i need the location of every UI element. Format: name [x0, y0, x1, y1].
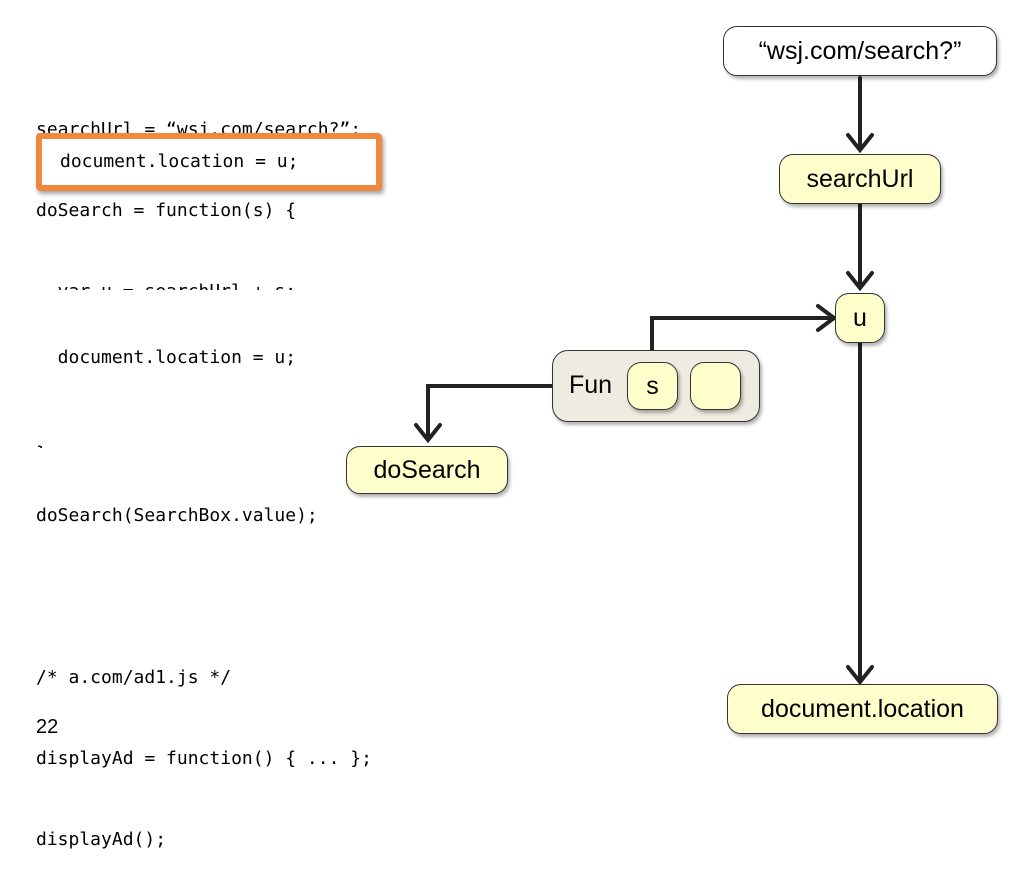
slide-number: 22	[36, 716, 59, 738]
code-line: doSearch = function(s) {	[36, 200, 297, 221]
code-line: }	[36, 440, 372, 448]
node-document-location: document.location	[727, 684, 998, 734]
node-function-body	[690, 362, 741, 410]
function-label: Fun	[569, 371, 613, 399]
node-string-literal: “wsj.com/search?”	[723, 26, 997, 76]
arrow-s-to-u	[650, 316, 834, 366]
code-line	[36, 583, 372, 610]
highlighted-code-line: document.location = u;	[36, 133, 382, 191]
code-line: displayAd();	[36, 829, 167, 850]
node-u: u	[835, 293, 885, 343]
node-dosearch: doSearch	[346, 446, 508, 494]
arrow-fun-to-dosearch	[426, 384, 554, 440]
code-line: doSearch(SearchBox.value);	[36, 505, 318, 526]
diagram-arrows	[414, 76, 874, 686]
code-line: var u = searchUrl + s;	[36, 278, 372, 290]
code-line: displayAd = function() { ... };	[36, 748, 372, 769]
code-line: document.location = u;	[36, 347, 297, 368]
node-param-s: s	[627, 362, 678, 410]
code-line: /* a.com/ad1.js */	[36, 667, 232, 688]
node-searchurl: searchUrl	[779, 154, 941, 204]
